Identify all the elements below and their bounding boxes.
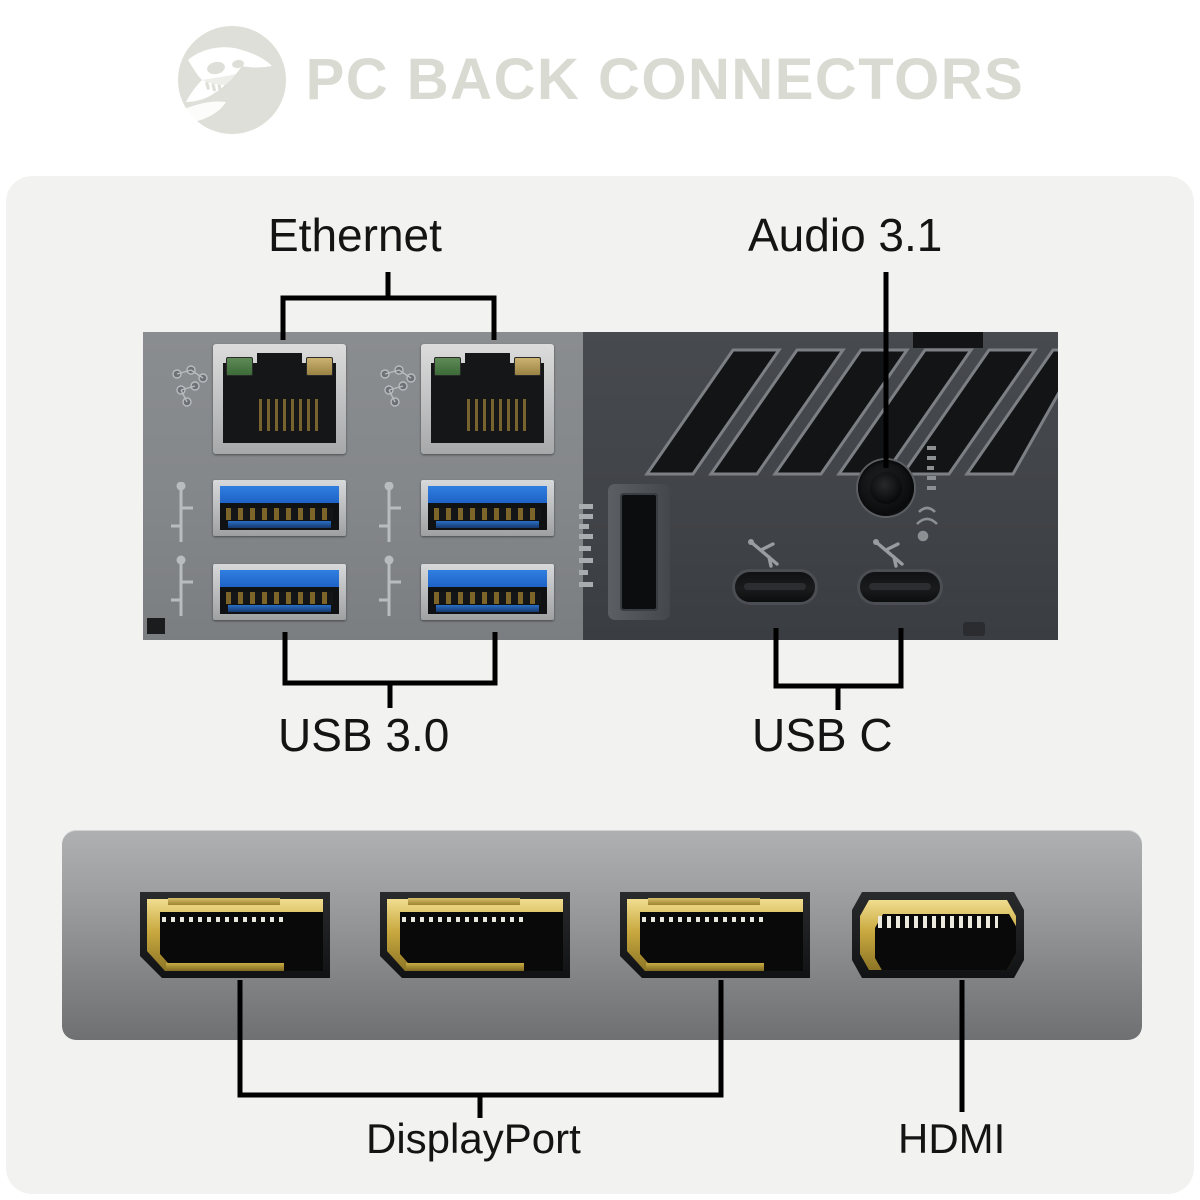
- usb3-contacts: [226, 592, 333, 604]
- dp-top-lip: [168, 898, 280, 905]
- motherboard-rear-io-shield: [143, 332, 1058, 640]
- label-audio: Audio 3.1: [748, 209, 943, 261]
- usb3-cavity: [220, 570, 339, 614]
- usb3-lower-tab: [436, 521, 539, 528]
- hdmi-silkscreen-icon: [579, 504, 593, 587]
- usb-c-port-2[interactable]: [860, 572, 940, 602]
- dp-bottom-lip: [406, 963, 524, 971]
- displayport-port-2[interactable]: [380, 892, 570, 978]
- usb3-port-1[interactable]: [213, 480, 346, 536]
- dp-gold-shell: [387, 899, 563, 971]
- usb-c-port-1[interactable]: [735, 572, 815, 602]
- ethernet-port-2[interactable]: [421, 344, 554, 454]
- dp-bottom-lip: [166, 963, 284, 971]
- usb3-contacts: [434, 592, 541, 604]
- label-hdmi: HDMI: [898, 1115, 1006, 1162]
- ethernet-led-green: [434, 357, 461, 376]
- dp-pin-row: [402, 917, 524, 922]
- usb3-blue-tongue: [428, 486, 547, 503]
- lan-silkscreen-icon-2: [380, 365, 416, 407]
- audio-jack-port[interactable]: [858, 460, 914, 516]
- ethernet-led-amber: [514, 357, 541, 376]
- usb-silkscreen-icon: [171, 482, 193, 616]
- ethernet-led-amber: [306, 357, 333, 376]
- graphics-card-bracket: [62, 830, 1142, 1040]
- page-header: PC BACK CONNECTORS: [0, 0, 1200, 160]
- usb3-port-2[interactable]: [421, 480, 554, 536]
- audio-silkscreen-icon: [916, 446, 938, 542]
- usb-c-tongue: [744, 583, 806, 590]
- dp-top-lip: [648, 898, 760, 905]
- dp-pin-row: [642, 917, 764, 922]
- dinosaur-skull-logo-icon: [175, 26, 286, 134]
- lan-silkscreen-icon: [172, 365, 208, 407]
- usb-c-tongue: [869, 583, 931, 590]
- label-displayport: DisplayPort: [366, 1115, 581, 1162]
- label-usb3: USB 3.0: [278, 709, 450, 761]
- usb3-blue-tongue: [220, 570, 339, 587]
- usb3-contacts: [434, 508, 541, 520]
- gpu-hdmi-port[interactable]: [852, 892, 1024, 978]
- usb3-cavity: [428, 570, 547, 614]
- usb3-cavity: [220, 486, 339, 530]
- audio-jack-hole: [870, 472, 902, 504]
- rj45-pins: [259, 399, 321, 431]
- rj45-pins: [467, 399, 529, 431]
- dp-gold-shell: [627, 899, 803, 971]
- ethernet-port-1[interactable]: [213, 344, 346, 454]
- usb3-blue-tongue: [220, 486, 339, 503]
- dp-top-lip: [408, 898, 520, 905]
- usb-silkscreen-icon-2: [379, 482, 401, 616]
- ventilation-slots-icon: [644, 332, 1058, 476]
- usb3-lower-tab: [228, 605, 331, 612]
- label-ethernet: Ethernet: [268, 209, 442, 261]
- shield-notch: [147, 618, 165, 634]
- usb3-cavity: [428, 486, 547, 530]
- displayport-port-3[interactable]: [620, 892, 810, 978]
- displayport-port-1[interactable]: [140, 892, 330, 978]
- dp-gold-shell: [147, 899, 323, 971]
- usb-trident-icon-1: [748, 539, 779, 568]
- usb-trident-icon-2: [873, 539, 904, 568]
- label-usbc: USB C: [752, 709, 893, 761]
- usb3-lower-tab: [436, 605, 539, 612]
- ethernet-led-green: [226, 357, 253, 376]
- shield-tab: [963, 622, 985, 636]
- hdmi-cavity: [620, 493, 658, 611]
- motherboard-hdmi-port[interactable]: [608, 484, 670, 620]
- usb3-port-3[interactable]: [213, 564, 346, 620]
- usb3-contacts: [226, 508, 333, 520]
- usb3-blue-tongue: [428, 570, 547, 587]
- usb3-lower-tab: [228, 521, 331, 528]
- hdmi-gold-shell: [860, 900, 1016, 970]
- dp-bottom-lip: [646, 963, 764, 971]
- dp-pin-row: [162, 917, 284, 922]
- page-title: PC BACK CONNECTORS: [305, 47, 1025, 112]
- usb3-port-4[interactable]: [421, 564, 554, 620]
- diagram-card: [6, 176, 1194, 1194]
- hdmi-pin-row: [878, 916, 998, 928]
